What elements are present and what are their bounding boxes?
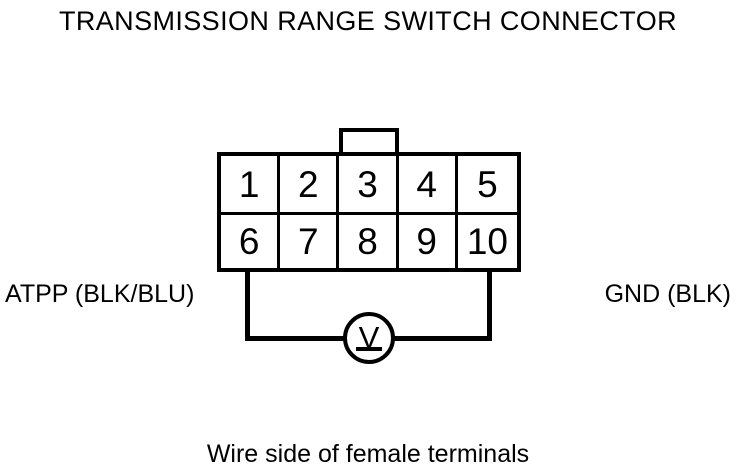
pin-cell-9: 9 [398, 215, 458, 268]
connector-assembly: 1 2 3 4 5 6 7 8 9 10 [217, 128, 521, 272]
diagram-caption: Wire side of female terminals [206, 440, 530, 468]
wire-lead-right-horizontal [392, 336, 492, 341]
voltmeter-underline-icon [356, 347, 382, 351]
pin-cell-3: 3 [339, 156, 399, 212]
wire-lead-left-vertical [245, 270, 250, 341]
terminal-label-gnd: GND (BLK) [604, 280, 731, 308]
wire-lead-left-horizontal [245, 336, 346, 341]
voltmeter-symbol: V [343, 312, 395, 364]
pin-cell-10: 10 [457, 215, 518, 268]
pin-cell-8: 8 [339, 215, 399, 268]
connector-row-top: 1 2 3 4 5 [221, 156, 518, 212]
pin-cell-4: 4 [398, 156, 458, 212]
connector-locking-tab [339, 128, 399, 154]
pin-cell-1: 1 [221, 156, 281, 212]
pin-cell-6: 6 [221, 215, 281, 268]
pin-cell-7: 7 [280, 215, 340, 268]
terminal-label-atpp: ATPP (BLK/BLU) [5, 280, 195, 308]
wire-lead-right-vertical [487, 270, 492, 341]
pin-cell-5: 5 [457, 156, 518, 212]
pin-cell-2: 2 [280, 156, 340, 212]
voltmeter-letter: V [358, 319, 380, 355]
connector-body: 1 2 3 4 5 6 7 8 9 10 [217, 152, 521, 272]
page-title: TRANSMISSION RANGE SWITCH CONNECTOR [58, 6, 678, 36]
connector-row-bottom: 6 7 8 9 10 [221, 212, 518, 268]
